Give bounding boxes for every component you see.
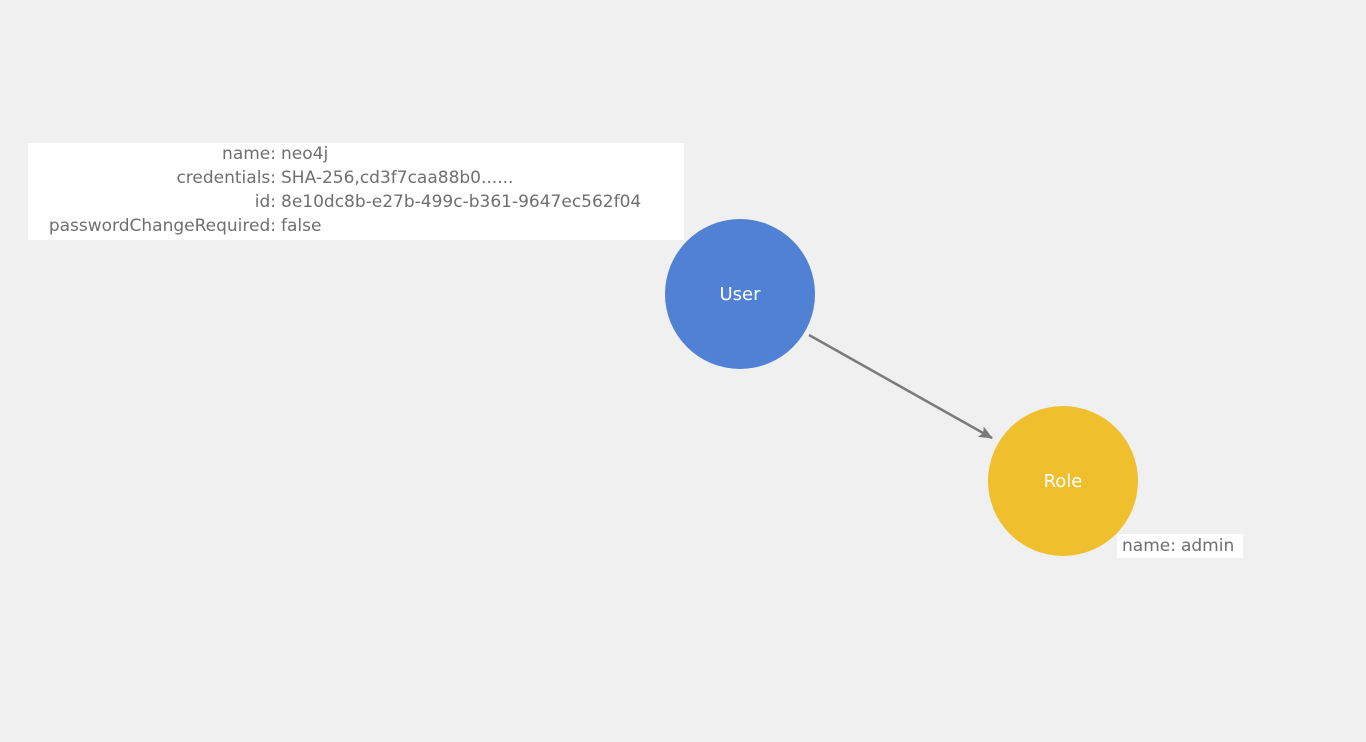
user-node-circle[interactable] [665, 219, 815, 369]
property-row-password-change-required: passwordChangeRequired: false [28, 214, 684, 238]
user-node[interactable]: User [665, 219, 815, 369]
role-node-label: Role [1044, 471, 1083, 492]
property-row-id: id: 8e10dc8b-e27b-499c-b361-9647ec562f04 [28, 190, 684, 214]
property-key: credentials: [176, 168, 276, 188]
property-row-name: name: neo4j [28, 142, 684, 166]
property-key: passwordChangeRequired: [48, 216, 276, 236]
property-value: false [281, 216, 322, 236]
property-row-name: name: admin [1117, 534, 1243, 558]
property-row-credentials: credentials: SHA-256,cd3f7caa88b0...... [28, 166, 684, 190]
role-properties-panel: name: admin [1117, 534, 1243, 558]
property-value: neo4j [281, 144, 329, 164]
relationship-edge[interactable] [808, 333, 993, 440]
property-value: admin [1180, 536, 1235, 556]
property-value: SHA-256,cd3f7caa88b0...... [281, 168, 514, 188]
user-properties-panel: name: neo4j credentials: SHA-256,cd3f7ca… [28, 143, 684, 240]
role-node[interactable]: Role [988, 406, 1138, 556]
user-node-label: User [719, 284, 761, 305]
role-node-circle[interactable] [988, 406, 1138, 556]
property-value: 8e10dc8b-e27b-499c-b361-9647ec562f04 [281, 192, 642, 212]
property-key: name: [222, 144, 276, 164]
property-key: name: [1122, 536, 1176, 556]
property-key: id: [254, 192, 276, 212]
